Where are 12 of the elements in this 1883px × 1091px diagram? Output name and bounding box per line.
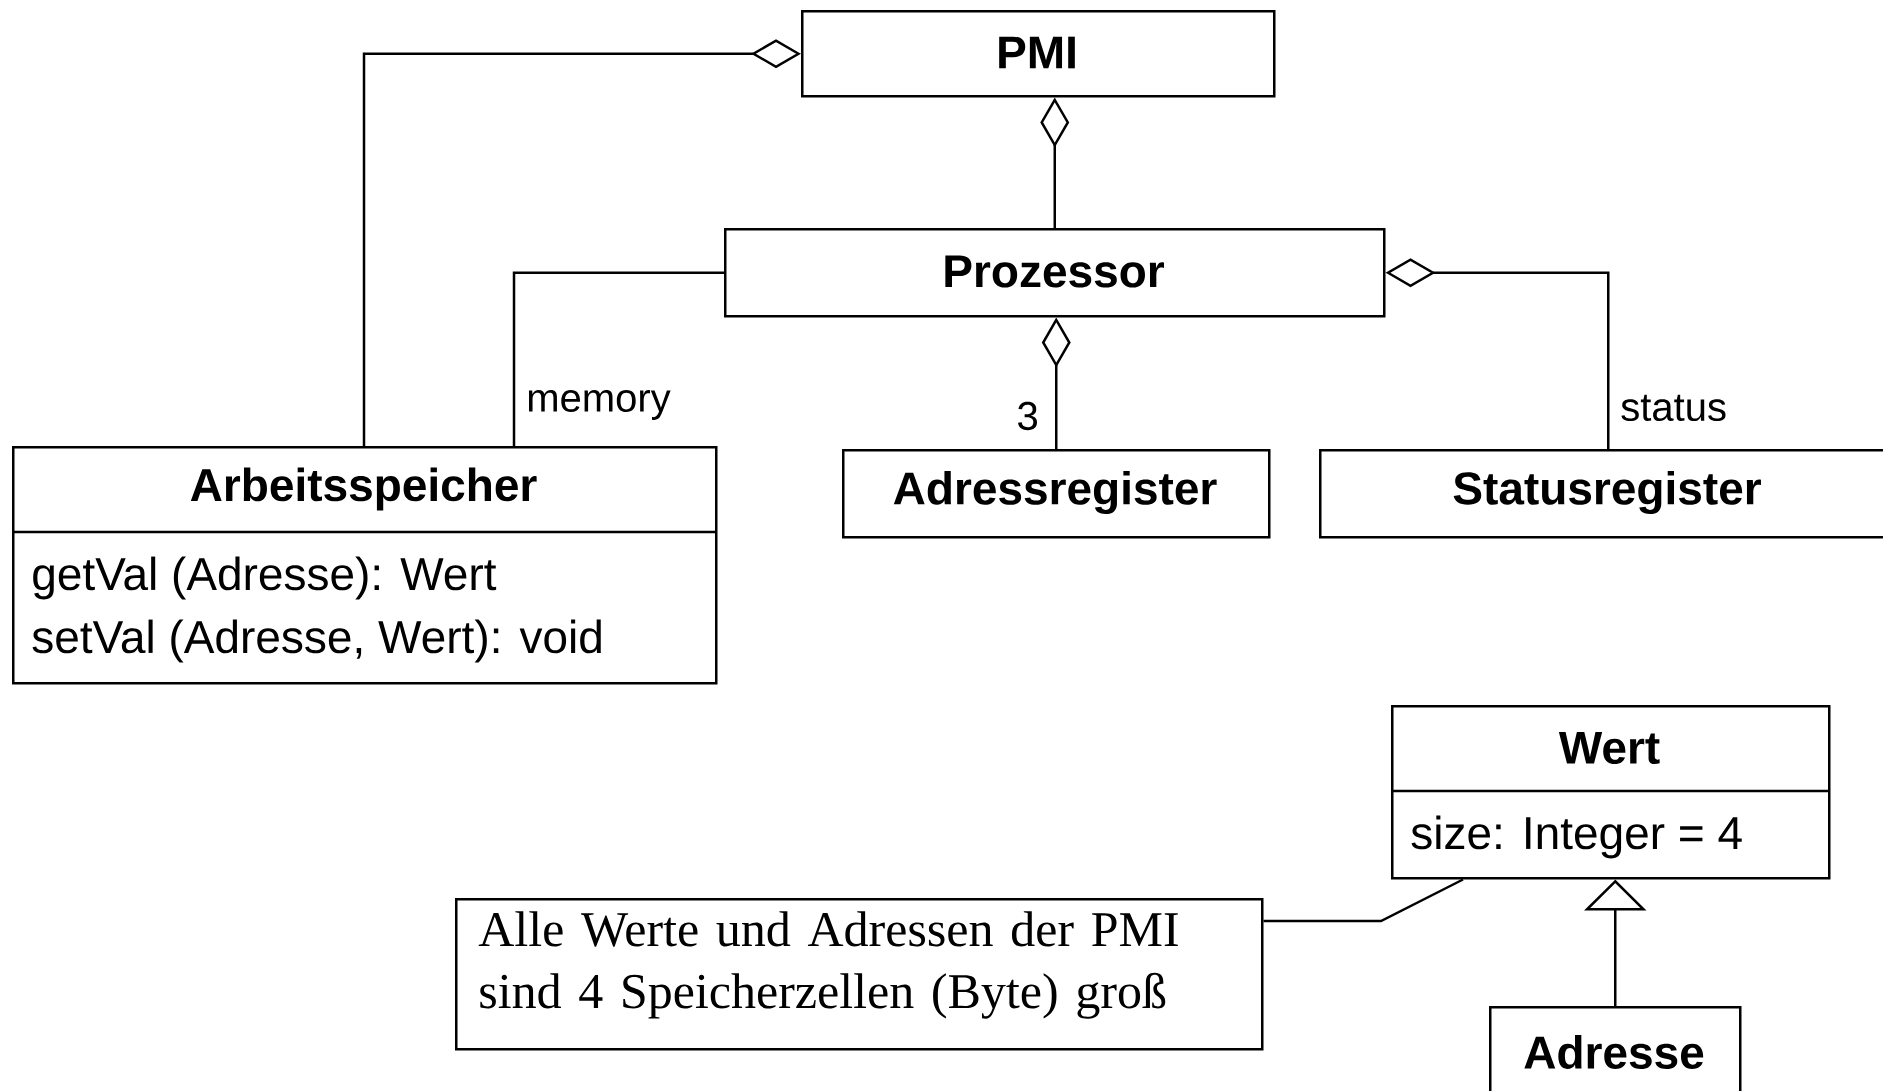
edge-label: 3 bbox=[1018, 401, 1037, 431]
class-box: Arbeitsspeicher getVal (Adresse): Wert setVal (Adresse, Wert): void bbox=[12, 446, 718, 685]
class-box: Statusregister bbox=[1319, 449, 1883, 539]
edge-label: memory bbox=[528, 390, 671, 420]
edge-label: status bbox=[1621, 394, 1726, 422]
class-box: Adressregister bbox=[842, 449, 1271, 539]
leader-line bbox=[1263, 878, 1464, 923]
class-box: Prozessor bbox=[724, 228, 1386, 318]
class-box: Adresse bbox=[1489, 1006, 1742, 1091]
note-box: Alle Werte und Adressen der PMI sind 4 Speicherzellen (Byte) groß bbox=[455, 898, 1264, 1051]
class-box: PMI bbox=[801, 10, 1276, 98]
class-box: Wert size: Integer = 4 bbox=[1391, 705, 1831, 880]
